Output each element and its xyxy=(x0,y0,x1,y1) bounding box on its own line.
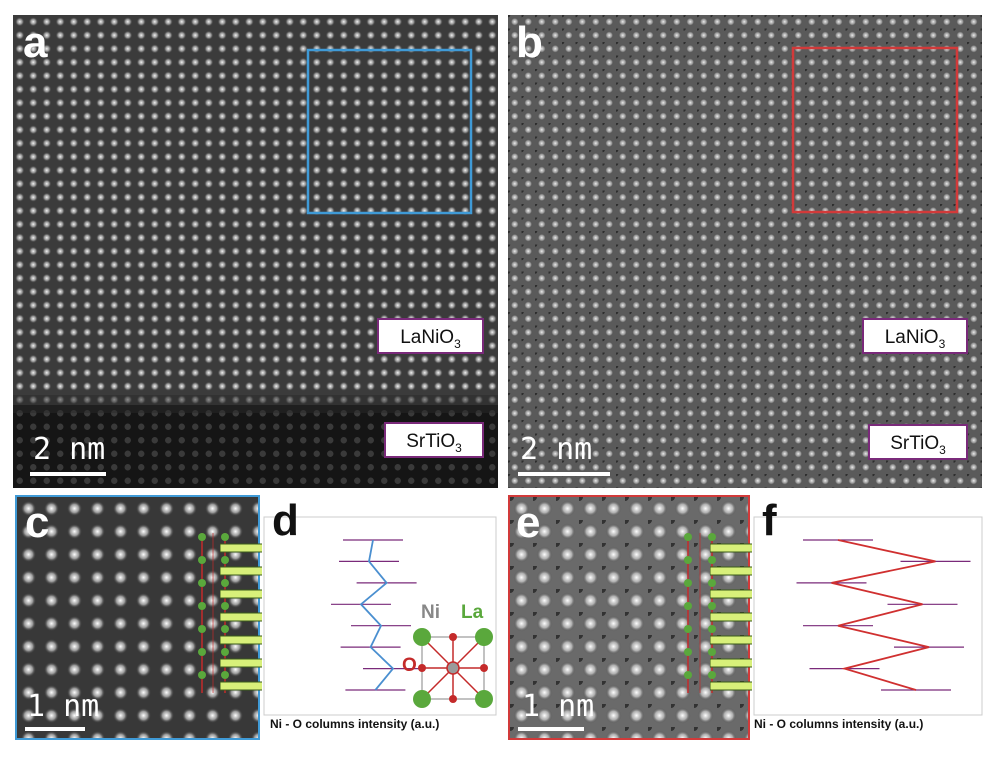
panel-c-label: c xyxy=(25,498,50,547)
panel-a-srtio3-label: SrTiO3 xyxy=(384,422,484,458)
panel-a-blue-roi-box xyxy=(306,48,473,215)
panel-b-lanio3-label: LaNiO3 xyxy=(862,318,968,354)
perovskite-unit-cell-icon xyxy=(413,628,493,708)
panel-e-scale-text: 1 nm xyxy=(522,689,595,724)
panel-b-red-roi-box xyxy=(791,46,959,214)
panel-c-scale-bar xyxy=(25,727,85,731)
panel-e-scale-bar xyxy=(518,727,584,731)
panel-a-scale-text: 2 nm xyxy=(33,432,106,467)
panel-a-lattice xyxy=(13,15,498,488)
panel-e-label: e xyxy=(516,498,541,547)
panel-e-lattice xyxy=(510,497,748,738)
panel-e-zoom-image: e 1 nm xyxy=(508,495,750,740)
legend-o-label: O xyxy=(402,655,417,676)
panel-d-axis-label: Ni - O columns intensity (a.u.) xyxy=(270,717,440,731)
panel-b-lattice xyxy=(508,15,982,488)
panel-c-scale-text: 1 nm xyxy=(27,689,100,724)
panel-f-plot xyxy=(753,516,983,716)
panel-f-intensity-profile: f Ni - O columns intensity (a.u.) xyxy=(752,495,988,740)
panel-d-intensity-profile: d Ni La O Ni - O columns intensity (a.u.… xyxy=(262,495,502,740)
legend-ni-label: Ni xyxy=(421,602,440,623)
panel-b-label: b xyxy=(516,18,543,67)
panel-a-label: a xyxy=(23,18,48,67)
panel-f-label: f xyxy=(762,496,777,545)
panel-b-scale-text: 2 nm xyxy=(520,432,593,467)
panel-b-stem-image: b LaNiO3 SrTiO3 2 nm xyxy=(508,15,982,488)
panel-b-scale-bar xyxy=(518,472,610,476)
panel-a-lanio3-label: LaNiO3 xyxy=(377,318,484,354)
legend-la-label: La xyxy=(461,602,484,623)
panel-d-plot xyxy=(263,516,497,716)
panel-c-zoom-image: c 1 nm xyxy=(15,495,260,740)
panel-a-stem-image: a LaNiO3 SrTiO3 2 nm xyxy=(13,15,498,488)
panel-d-label: d xyxy=(272,496,299,545)
panel-b-srtio3-label: SrTiO3 xyxy=(868,424,968,460)
panel-a-scale-bar xyxy=(30,472,106,476)
panel-f-axis-label: Ni - O columns intensity (a.u.) xyxy=(754,717,924,731)
panel-c-lattice xyxy=(17,497,258,738)
